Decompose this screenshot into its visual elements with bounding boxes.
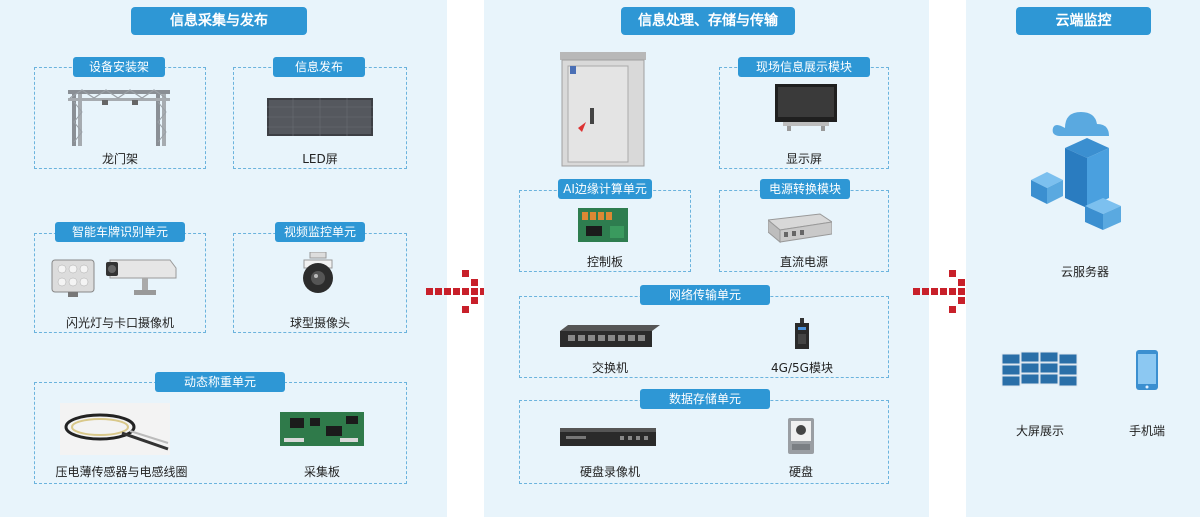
mobile-phone-icon xyxy=(1136,350,1158,390)
group-title-gantry: 设备安装架 xyxy=(73,57,165,77)
panel-title-processing: 信息处理、存储与传输 xyxy=(621,7,795,35)
panel-title-cloud: 云端监控 xyxy=(1016,7,1151,35)
label-4g5g: 4G/5G模块 xyxy=(771,361,833,375)
group-title-power: 电源转换模块 xyxy=(760,179,850,199)
led-screen-icon xyxy=(267,98,373,136)
label-weigh-sensor: 压电薄传感器与电感线圈 xyxy=(55,465,188,479)
flow-arrow-icon xyxy=(426,270,487,313)
checkpoint-camera-icon xyxy=(106,259,177,295)
group-title-video: 视频监控单元 xyxy=(275,222,365,242)
group-title-edge: AI边缘计算单元 xyxy=(558,179,652,199)
gantry-icon xyxy=(68,89,170,146)
label-mobile: 手机端 xyxy=(1128,424,1165,438)
label-display: 显示屏 xyxy=(785,152,822,166)
group-title-publish: 信息发布 xyxy=(273,57,365,77)
group-title-storage: 数据存储单元 xyxy=(640,389,770,409)
label-weigh-board: 采集板 xyxy=(303,465,340,479)
piezo-sensor-coil-icon xyxy=(60,403,170,455)
label-edge: 控制板 xyxy=(586,255,623,269)
panel-processing xyxy=(484,0,929,517)
dome-camera-icon xyxy=(303,252,333,293)
label-gantry: 龙门架 xyxy=(101,152,138,166)
label-led: LED屏 xyxy=(302,152,338,166)
label-video: 球型摄像头 xyxy=(289,316,350,330)
label-power: 直流电源 xyxy=(779,255,828,269)
panel-cloud xyxy=(966,0,1200,517)
4g5g-module-icon xyxy=(795,318,809,349)
display-screen-icon xyxy=(775,84,837,131)
video-wall-icon xyxy=(1001,351,1078,387)
label-hdd: 硬盘 xyxy=(788,465,813,479)
acquisition-board-icon xyxy=(280,412,364,446)
group-title-weigh: 动态称重单元 xyxy=(155,372,285,392)
label-dvr: 硬盘录像机 xyxy=(579,465,640,479)
cloud-server-icon xyxy=(1031,112,1121,230)
group-title-network: 网络传输单元 xyxy=(640,285,770,305)
switch-icon xyxy=(560,325,660,347)
label-plate: 闪光灯与卡口摄像机 xyxy=(65,316,174,330)
label-big-screen: 大屏展示 xyxy=(1015,424,1064,438)
label-switch: 交换机 xyxy=(591,361,628,375)
dc-power-icon xyxy=(768,213,832,244)
label-cloud-server: 云服务器 xyxy=(1060,265,1109,279)
control-board-icon xyxy=(578,208,628,242)
group-title-display: 现场信息展示模块 xyxy=(738,57,870,77)
dvr-icon xyxy=(560,428,656,446)
hard-disk-icon xyxy=(788,418,814,454)
flash-light-icon xyxy=(51,259,95,297)
edge-cabinet-icon xyxy=(560,52,646,167)
group-title-plate: 智能车牌识别单元 xyxy=(55,222,185,242)
panel-title-collection: 信息采集与发布 xyxy=(131,7,307,35)
